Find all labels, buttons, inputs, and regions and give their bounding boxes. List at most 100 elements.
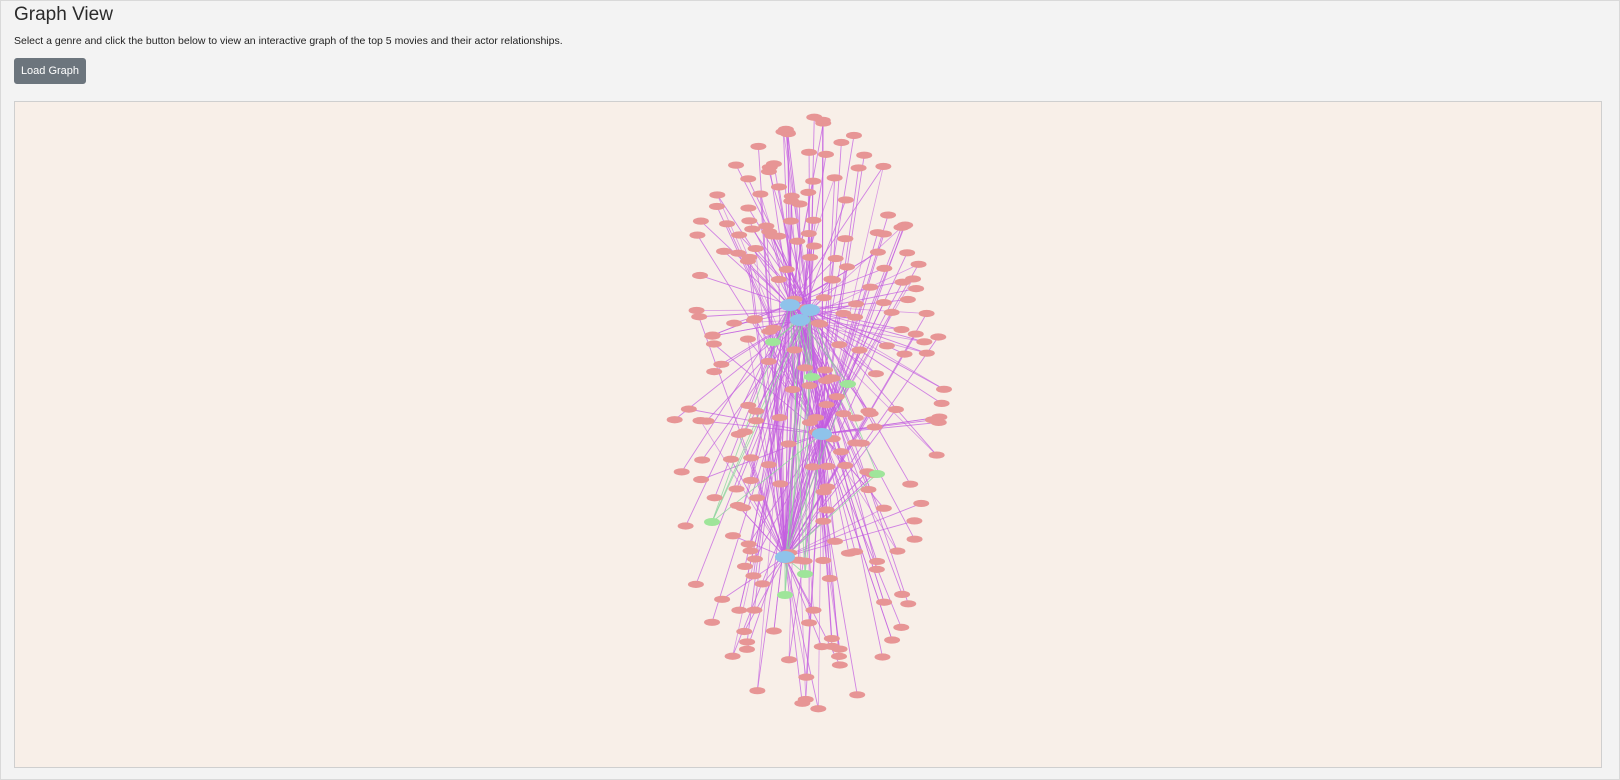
- actor-node[interactable]: [928, 451, 945, 459]
- actor-node[interactable]: [910, 260, 927, 268]
- actor-node[interactable]: [801, 619, 818, 627]
- actor-node[interactable]: [850, 164, 867, 172]
- actor-node[interactable]: [826, 537, 843, 545]
- actor-node[interactable]: [746, 555, 763, 563]
- actor-node[interactable]: [745, 572, 762, 580]
- actor-node[interactable]: [823, 634, 840, 643]
- actor-node[interactable]: [691, 313, 708, 321]
- actor-node[interactable]: [680, 405, 697, 413]
- actor-node[interactable]: [831, 645, 848, 653]
- actor-node[interactable]: [797, 364, 814, 372]
- actor-node[interactable]: [770, 232, 787, 240]
- actor-node[interactable]: [815, 488, 832, 496]
- actor-node[interactable]: [831, 661, 848, 669]
- actor-node[interactable]: [845, 131, 862, 140]
- actor-node[interactable]: [936, 385, 953, 393]
- actor-node[interactable]: [801, 148, 818, 156]
- actor-node[interactable]: [770, 183, 787, 191]
- actor-node[interactable]: [778, 265, 795, 273]
- actor-node[interactable]: [801, 381, 818, 390]
- actor-node[interactable]: [860, 485, 877, 494]
- actor-node[interactable]: [905, 275, 922, 283]
- actor-node[interactable]: [704, 331, 721, 339]
- graph-canvas[interactable]: [14, 101, 1602, 768]
- actor-node[interactable]: [729, 501, 746, 510]
- genre-node[interactable]: [704, 518, 720, 526]
- actor-node[interactable]: [889, 547, 906, 555]
- actor-node[interactable]: [736, 627, 753, 636]
- actor-node[interactable]: [740, 175, 757, 183]
- actor-node[interactable]: [894, 590, 911, 598]
- actor-node[interactable]: [708, 202, 725, 211]
- actor-node[interactable]: [738, 645, 755, 653]
- actor-node[interactable]: [726, 319, 743, 327]
- actor-node[interactable]: [765, 324, 782, 332]
- actor-node[interactable]: [752, 190, 769, 198]
- actor-node[interactable]: [875, 230, 892, 238]
- actor-node[interactable]: [856, 151, 873, 159]
- actor-node[interactable]: [704, 618, 721, 626]
- actor-node[interactable]: [815, 556, 832, 565]
- actor-node[interactable]: [731, 606, 748, 614]
- actor-node[interactable]: [765, 627, 782, 635]
- actor-node[interactable]: [754, 580, 771, 588]
- actor-node[interactable]: [758, 222, 775, 230]
- actor-node[interactable]: [786, 346, 803, 354]
- actor-node[interactable]: [736, 562, 753, 571]
- actor-node[interactable]: [796, 557, 813, 565]
- actor-node[interactable]: [689, 231, 706, 239]
- actor-node[interactable]: [744, 225, 761, 233]
- actor-node[interactable]: [887, 405, 904, 414]
- actor-node[interactable]: [835, 410, 852, 418]
- actor-node[interactable]: [740, 401, 757, 410]
- actor-node[interactable]: [673, 468, 690, 476]
- actor-node[interactable]: [875, 299, 892, 307]
- actor-node[interactable]: [876, 264, 893, 272]
- actor-node[interactable]: [780, 440, 797, 448]
- actor-node[interactable]: [918, 349, 935, 357]
- actor-node[interactable]: [749, 494, 766, 502]
- actor-node[interactable]: [706, 368, 723, 376]
- actor-node[interactable]: [821, 574, 838, 583]
- graph-nodes[interactable]: [666, 113, 953, 713]
- actor-node[interactable]: [750, 142, 767, 151]
- actor-node[interactable]: [742, 547, 759, 555]
- actor-node[interactable]: [730, 249, 747, 257]
- actor-node[interactable]: [893, 325, 910, 334]
- movie-node[interactable]: [800, 304, 820, 316]
- actor-node[interactable]: [819, 462, 836, 470]
- actor-node[interactable]: [818, 401, 835, 409]
- actor-node[interactable]: [747, 244, 764, 253]
- actor-node[interactable]: [706, 494, 723, 502]
- actor-node[interactable]: [666, 416, 683, 424]
- actor-node[interactable]: [906, 535, 923, 543]
- actor-node[interactable]: [740, 540, 757, 548]
- actor-node[interactable]: [906, 517, 923, 525]
- actor-node[interactable]: [880, 211, 897, 219]
- actor-node[interactable]: [831, 341, 848, 349]
- actor-node[interactable]: [907, 330, 924, 338]
- actor-node[interactable]: [831, 652, 848, 660]
- network-graph[interactable]: [15, 102, 1602, 768]
- actor-node[interactable]: [815, 517, 832, 525]
- actor-node[interactable]: [875, 162, 892, 171]
- actor-node[interactable]: [828, 393, 845, 401]
- actor-node[interactable]: [722, 455, 739, 463]
- actor-node[interactable]: [908, 285, 925, 293]
- actor-node[interactable]: [748, 417, 765, 425]
- actor-node[interactable]: [713, 360, 730, 368]
- actor-node[interactable]: [860, 407, 877, 415]
- genre-node[interactable]: [804, 373, 820, 381]
- actor-node[interactable]: [694, 456, 711, 464]
- actor-node[interactable]: [837, 461, 854, 470]
- actor-node[interactable]: [761, 163, 778, 171]
- actor-node[interactable]: [847, 548, 864, 556]
- actor-node[interactable]: [789, 237, 806, 245]
- actor-node[interactable]: [818, 150, 835, 158]
- actor-node[interactable]: [851, 346, 868, 354]
- actor-node[interactable]: [748, 407, 765, 415]
- actor-node[interactable]: [837, 235, 854, 243]
- actor-node[interactable]: [893, 623, 910, 631]
- actor-node[interactable]: [739, 638, 756, 646]
- movie-node[interactable]: [775, 551, 795, 563]
